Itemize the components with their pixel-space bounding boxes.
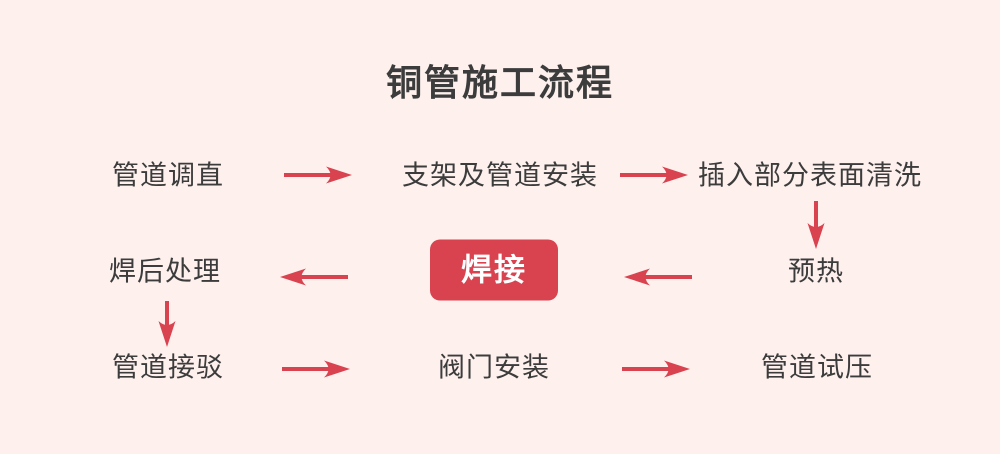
arrow-right-icon (284, 166, 352, 184)
arrow-right-icon (620, 166, 688, 184)
flow-step-pressure-test: 管道试压 (761, 352, 873, 383)
flow-step-pipe-connection: 管道接驳 (112, 352, 224, 383)
flow-step-preheat: 预热 (788, 256, 844, 287)
arrow-right-icon (622, 360, 690, 378)
flow-step-valve-install: 阀门安装 (438, 352, 550, 383)
arrow-down-icon (158, 301, 176, 347)
flow-step-post-weld-treatment: 焊后处理 (109, 256, 221, 287)
arrow-down-icon (807, 201, 825, 249)
flow-step-insert-surface-cleaning: 插入部分表面清洗 (698, 160, 922, 191)
page-title: 铜管施工流程 (385, 62, 614, 103)
arrow-left-icon (280, 268, 348, 286)
arrow-left-icon (624, 268, 692, 286)
flow-step-bracket-pipe-install: 支架及管道安装 (402, 160, 598, 191)
arrow-right-icon (282, 360, 350, 378)
flow-step-welding: 焊接 (430, 239, 558, 301)
flow-step-pipe-straightening: 管道调直 (112, 160, 224, 191)
